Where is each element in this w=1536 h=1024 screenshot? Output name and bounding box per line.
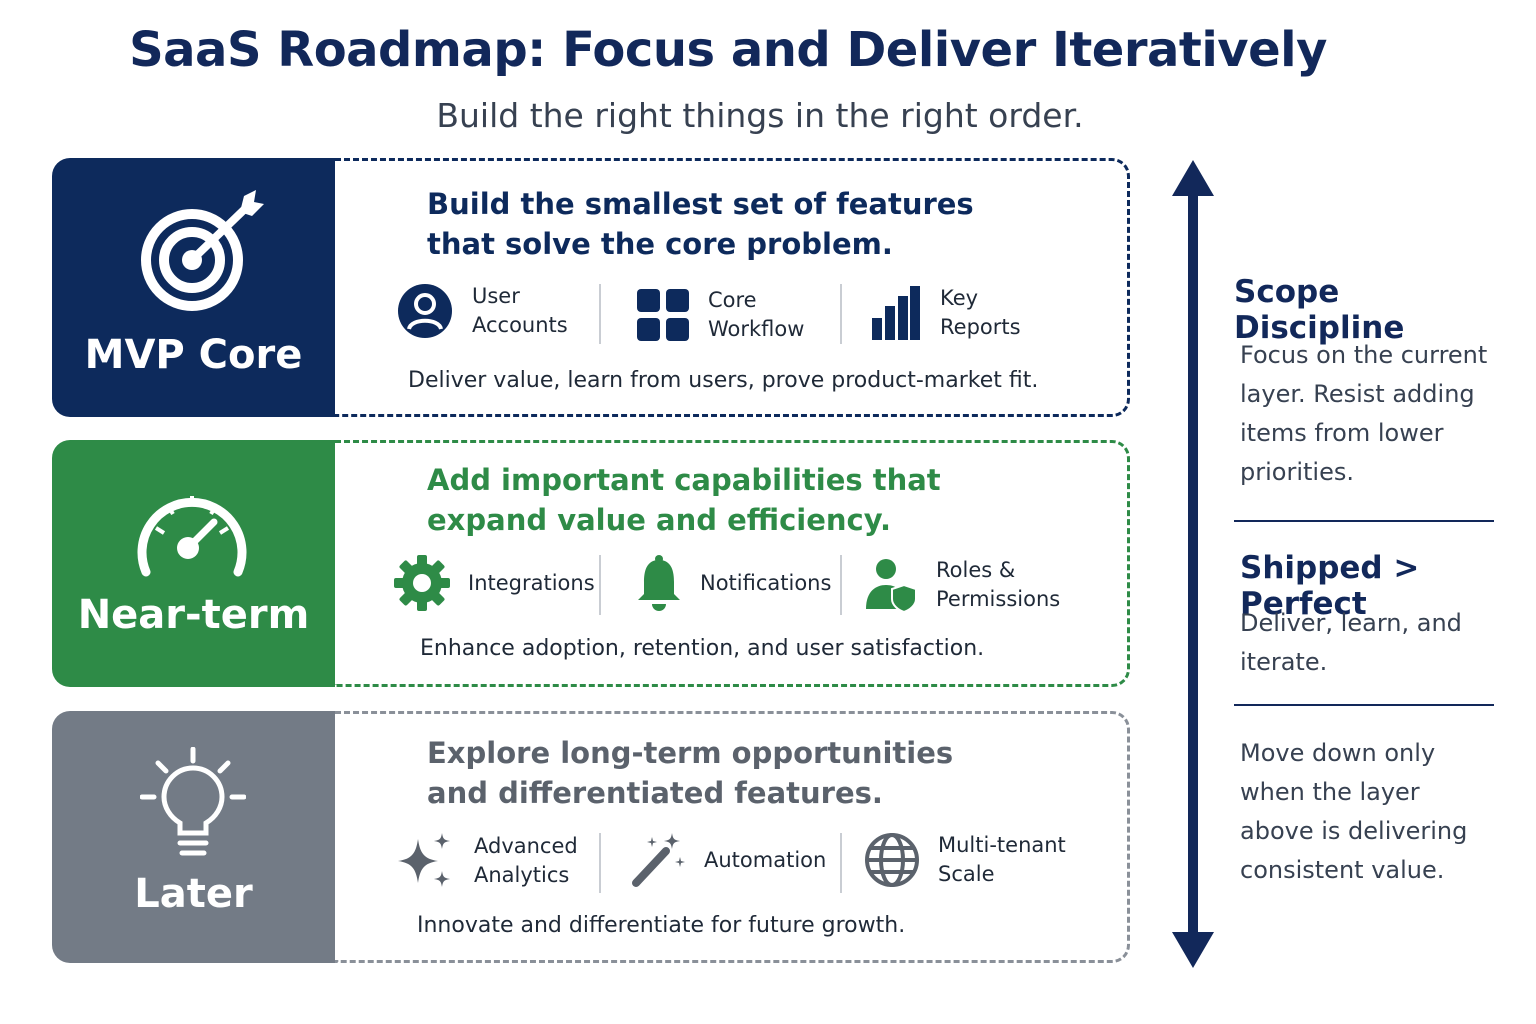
- layer-headline: Add important capabilities that expand v…: [427, 460, 941, 540]
- layer-later: Later Explore long-term opportunities an…: [52, 711, 1130, 963]
- scope-discipline-text-block: Focus on the current layer. Resist addin…: [1240, 336, 1500, 492]
- feature-core-workflow: Core Workflow: [636, 286, 804, 344]
- layer-headline: Build the smallest set of features that …: [427, 184, 974, 264]
- feature-advanced-analytics: Advanced Analytics: [396, 831, 578, 891]
- scope-discipline-heading: Scope Discipline: [1234, 274, 1405, 346]
- magic-wand-icon: [632, 833, 685, 887]
- user-shield-icon: [866, 559, 917, 613]
- lightbulb-icon: [140, 747, 246, 856]
- feature-divider: [599, 555, 601, 615]
- feature-divider: [599, 833, 601, 893]
- headline-line-2: expand value and efficiency.: [427, 503, 891, 537]
- feature-divider: [599, 284, 601, 344]
- layer-near-term: Near-term Add important capabilities tha…: [52, 440, 1130, 687]
- feature-divider: [840, 833, 842, 893]
- feature-label: Core Workflow: [708, 288, 805, 341]
- move-down-text-block: Move down only when the layer above is d…: [1240, 734, 1490, 890]
- section-divider: [1234, 520, 1494, 522]
- feature-multi-tenant-scale: Multi-tenant Scale: [864, 831, 1066, 889]
- scope-discipline-section: Scope Discipline: [1234, 274, 1514, 346]
- feature-label: Advanced Analytics: [474, 834, 578, 887]
- layer-tagline: Innovate and differentiate for future gr…: [417, 913, 906, 938]
- shipped-text: Deliver, learn, and iterate.: [1240, 609, 1462, 676]
- feature-label: Key Reports: [940, 286, 1021, 339]
- speedometer-icon: [137, 496, 247, 577]
- grid-icon: [637, 289, 689, 341]
- feature-key-reports: Key Reports: [870, 284, 1021, 342]
- headline-line-1: Build the smallest set of features: [427, 187, 974, 221]
- layer-tagline: Enhance adoption, retention, and user sa…: [420, 636, 985, 661]
- layer-content-frame: [335, 711, 1130, 963]
- layer-label: Later: [134, 871, 253, 917]
- feature-label: Automation: [704, 847, 827, 872]
- feature-divider: [840, 555, 842, 615]
- shipped-section: Shipped > Perfect: [1240, 550, 1520, 622]
- feature-label: Multi-tenant Scale: [938, 833, 1066, 886]
- feature-label: User Accounts: [472, 284, 568, 337]
- move-down-text: Move down only when the layer above is d…: [1240, 739, 1468, 884]
- feature-automation: Automation: [630, 831, 826, 889]
- feature-notifications: Notifications: [636, 554, 831, 612]
- gear-icon: [394, 555, 450, 611]
- headline-line-2: that solve the core problem.: [427, 227, 893, 261]
- layer-headline: Explore long-term opportunities and diff…: [427, 733, 953, 813]
- shipped-text-block: Deliver, learn, and iterate.: [1240, 604, 1480, 682]
- sparkles-icon: [398, 833, 450, 887]
- target-icon: [141, 190, 264, 311]
- bell-icon: [638, 555, 680, 611]
- feature-label: Roles & Permissions: [936, 558, 1061, 611]
- layer-label-box: [52, 440, 335, 687]
- shipped-heading: Shipped > Perfect: [1240, 550, 1420, 622]
- layer-mvp-core: MVP Core Build the smallest set of featu…: [52, 158, 1130, 417]
- layer-content-frame: [335, 158, 1130, 417]
- layer-tagline: Deliver value, learn from users, prove p…: [408, 368, 1039, 393]
- feature-divider: [840, 284, 842, 344]
- globe-icon: [865, 833, 919, 887]
- scope-discipline-text: Focus on the current layer. Resist addin…: [1240, 341, 1488, 486]
- section-divider: [1234, 704, 1494, 706]
- feature-integrations: Integrations: [394, 555, 595, 611]
- headline-line-1: Add important capabilities that: [427, 463, 941, 497]
- page-title: SaaS Roadmap: Focus and Deliver Iterativ…: [129, 22, 1327, 78]
- page-subtitle: Build the right things in the right orde…: [436, 96, 1084, 135]
- headline-line-2: and differentiated features.: [427, 776, 883, 810]
- feature-user-accounts: User Accounts: [396, 282, 568, 340]
- headline-line-1: Explore long-term opportunities: [427, 736, 954, 770]
- feature-roles-permissions: Roles & Permissions: [866, 556, 1060, 614]
- feature-label: Notifications: [700, 570, 832, 595]
- priority-double-arrow: [1172, 160, 1214, 968]
- layer-content-frame: [335, 440, 1130, 687]
- feature-label: Integrations: [468, 570, 595, 595]
- layer-label: MVP Core: [84, 332, 303, 378]
- user-icon: [398, 284, 452, 338]
- layer-label: Near-term: [77, 592, 310, 638]
- bar-chart-icon: [872, 286, 920, 340]
